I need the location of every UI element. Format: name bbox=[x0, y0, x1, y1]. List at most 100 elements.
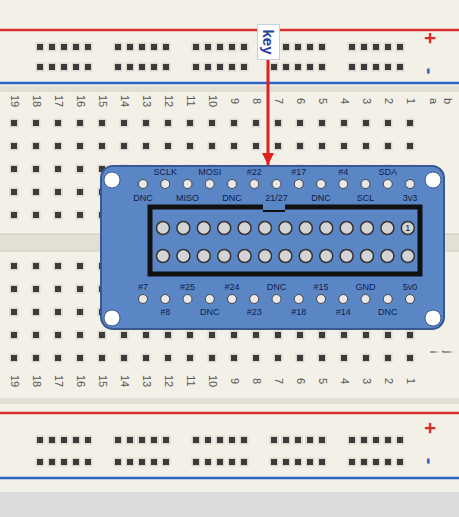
hole-socket bbox=[217, 437, 223, 443]
hole-rim bbox=[76, 165, 85, 174]
breadboard-hole bbox=[294, 43, 303, 52]
breadboard-hole bbox=[372, 458, 381, 467]
hole-rim bbox=[294, 63, 303, 72]
hole-socket bbox=[209, 143, 215, 149]
hole-rim bbox=[186, 331, 195, 340]
hole-socket bbox=[407, 120, 413, 126]
hole-socket bbox=[275, 332, 281, 338]
hole-socket bbox=[319, 437, 325, 443]
hole-socket bbox=[115, 64, 121, 70]
hole-rim bbox=[372, 63, 381, 72]
hole-socket bbox=[363, 120, 369, 126]
hole-socket bbox=[163, 64, 169, 70]
breadboard-hole bbox=[192, 436, 201, 445]
breadboard-hole bbox=[384, 43, 393, 52]
breadboard-hole bbox=[120, 142, 129, 151]
hole-rim bbox=[186, 142, 195, 151]
hole-socket bbox=[253, 143, 259, 149]
breadboard-hole bbox=[114, 436, 123, 445]
hole-rim bbox=[296, 119, 305, 128]
hole-rim bbox=[240, 458, 249, 467]
breadboard-hole bbox=[138, 43, 147, 52]
rail-groove bbox=[0, 86, 459, 92]
hole-rim bbox=[362, 354, 371, 363]
hole-rim bbox=[32, 354, 41, 363]
hole-socket bbox=[33, 263, 39, 269]
hole-rim bbox=[54, 188, 63, 197]
breadboard-hole bbox=[120, 331, 129, 340]
hole-rim bbox=[32, 188, 41, 197]
breadboard-hole bbox=[126, 436, 135, 445]
hole-rim bbox=[252, 354, 261, 363]
header-pin bbox=[238, 250, 251, 263]
breadboard-hole bbox=[10, 331, 19, 340]
breadboard-hole bbox=[54, 308, 63, 317]
hole-rim bbox=[306, 43, 315, 52]
breadboard-hole bbox=[274, 119, 283, 128]
breadboard-hole bbox=[10, 188, 19, 197]
breadboard-hole bbox=[164, 119, 173, 128]
hole-socket bbox=[319, 332, 325, 338]
hole-socket bbox=[33, 189, 39, 195]
hole-socket bbox=[11, 212, 17, 218]
hole-rim bbox=[60, 458, 69, 467]
breadboard-hole bbox=[72, 43, 81, 52]
hole-rim bbox=[240, 436, 249, 445]
hole-socket bbox=[11, 143, 17, 149]
header-pin bbox=[340, 222, 353, 235]
header-pin bbox=[340, 250, 353, 263]
hole-socket bbox=[61, 459, 67, 465]
hole-rim bbox=[360, 436, 369, 445]
hole-rim bbox=[274, 354, 283, 363]
mounting-hole bbox=[104, 310, 120, 326]
breadboard-label: - bbox=[420, 458, 440, 465]
hole-rim bbox=[306, 436, 315, 445]
hole-socket bbox=[77, 212, 83, 218]
hole-socket bbox=[55, 212, 61, 218]
hole-rim bbox=[114, 63, 123, 72]
hole-rim bbox=[36, 43, 45, 52]
header-pin bbox=[197, 222, 210, 235]
hole-rim bbox=[138, 436, 147, 445]
hole-socket bbox=[349, 64, 355, 70]
pin-label: #15 bbox=[313, 283, 328, 292]
hole-rim bbox=[32, 119, 41, 128]
breadboard-hole bbox=[396, 43, 405, 52]
header-pin bbox=[401, 222, 414, 235]
hole-socket bbox=[33, 166, 39, 172]
hole-socket bbox=[11, 189, 17, 195]
hole-socket bbox=[295, 437, 301, 443]
hole-rim bbox=[162, 436, 171, 445]
hole-rim bbox=[54, 211, 63, 220]
hole-socket bbox=[11, 120, 17, 126]
breadboard-hole bbox=[318, 436, 327, 445]
solder-pad bbox=[406, 295, 415, 304]
hole-socket bbox=[33, 143, 39, 149]
breadboard-hole bbox=[318, 331, 327, 340]
hole-socket bbox=[99, 120, 105, 126]
breadboard-hole bbox=[360, 63, 369, 72]
breadboard-hole bbox=[98, 119, 107, 128]
breadboard-hole bbox=[54, 285, 63, 294]
hole-socket bbox=[99, 143, 105, 149]
hole-socket bbox=[241, 437, 247, 443]
hole-rim bbox=[76, 308, 85, 317]
hole-socket bbox=[163, 459, 169, 465]
hole-rim bbox=[282, 43, 291, 52]
solder-pad bbox=[294, 295, 303, 304]
hole-socket bbox=[61, 44, 67, 50]
hole-socket bbox=[85, 459, 91, 465]
solder-pad bbox=[339, 295, 348, 304]
hole-socket bbox=[55, 120, 61, 126]
hole-rim bbox=[348, 458, 357, 467]
breadboard-hole bbox=[384, 436, 393, 445]
hole-rim bbox=[48, 436, 57, 445]
hole-socket bbox=[283, 437, 289, 443]
hole-rim bbox=[164, 331, 173, 340]
hole-socket bbox=[37, 44, 43, 50]
hole-rim bbox=[396, 436, 405, 445]
table-surface bbox=[0, 492, 459, 517]
hole-rim bbox=[384, 331, 393, 340]
hole-socket bbox=[55, 286, 61, 292]
hole-rim bbox=[32, 262, 41, 271]
